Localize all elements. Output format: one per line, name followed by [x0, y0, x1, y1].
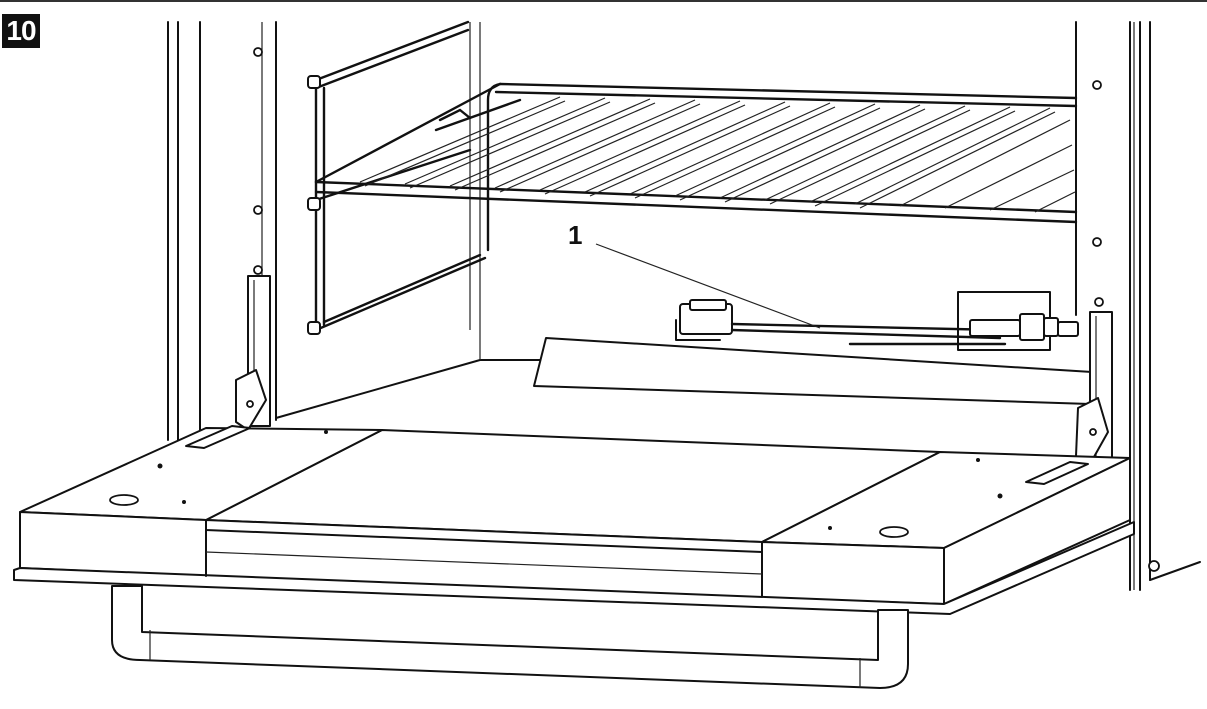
- figure-number-badge: 10: [2, 14, 40, 48]
- open-door: [13, 425, 1135, 615]
- left-hinge: [235, 275, 271, 431]
- mounting-holes: [253, 47, 1104, 307]
- wire-shelf: [314, 82, 1078, 252]
- side-rack-guide: [307, 20, 487, 335]
- door-handle: [111, 585, 909, 689]
- callout-1-label: 1: [568, 220, 583, 250]
- callout-1-leader-line: [595, 243, 821, 329]
- top-rule: [0, 0, 1207, 2]
- right-hinge: [1075, 311, 1113, 465]
- burner-assembly: [675, 291, 1079, 351]
- left-side-wall: [167, 21, 277, 441]
